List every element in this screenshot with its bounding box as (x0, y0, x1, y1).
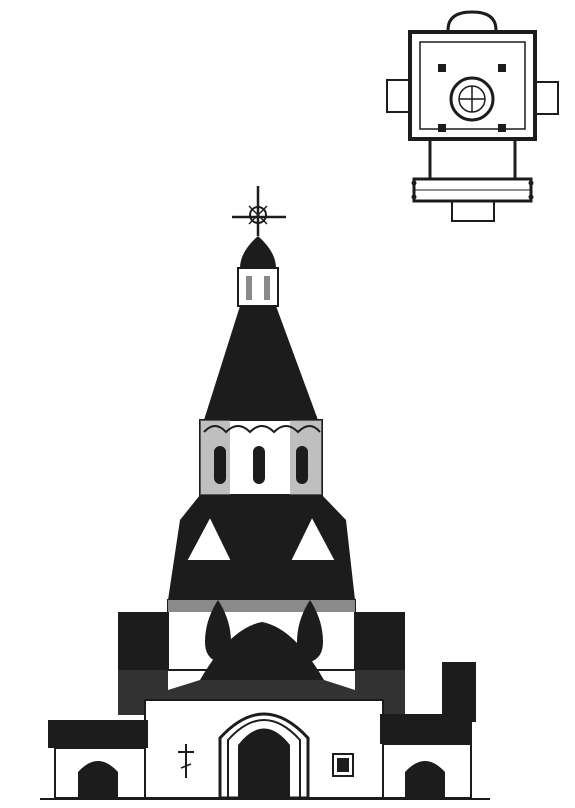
tower-window (253, 446, 265, 484)
tower-window (214, 446, 226, 484)
plan-pillar (438, 124, 446, 132)
side-block-left (118, 612, 168, 670)
plan-pillar (498, 64, 506, 72)
plan-right-porch (534, 81, 559, 115)
cross-icon (232, 186, 286, 236)
plan-pillar (438, 64, 446, 72)
tent-roof (204, 306, 318, 420)
plan-inner-wall (419, 41, 526, 130)
wing-roof-left (48, 720, 148, 748)
plan-entrance-steps (451, 200, 495, 222)
side-onion-dome (297, 600, 323, 662)
facade-cross-icon (178, 744, 194, 778)
plan-narthex (428, 137, 517, 181)
floor-plan (386, 10, 559, 222)
portal-door (238, 728, 290, 798)
wing-arch-right (405, 761, 445, 798)
bell-tower-right (442, 662, 476, 722)
plan-apse (446, 10, 498, 31)
central-gable (200, 622, 324, 680)
side-block-right (355, 612, 405, 670)
plan-left-porch (386, 79, 411, 113)
plan-drum (449, 76, 495, 122)
tower-window (296, 446, 308, 484)
wing-arch-left (78, 761, 118, 798)
top-onion-dome (240, 236, 276, 268)
front-elevation (40, 186, 490, 800)
lantern (237, 267, 279, 307)
plan-pillar (498, 124, 506, 132)
